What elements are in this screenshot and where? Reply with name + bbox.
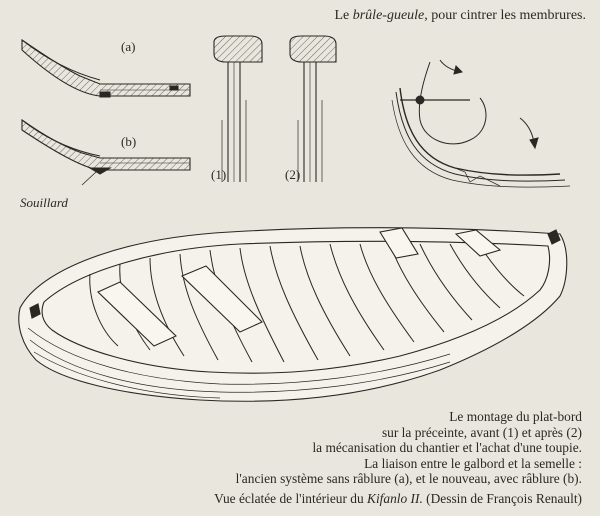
legend-line-2: sur la préceinte, avant (1) et après (2) (381, 424, 582, 440)
legend-block: Le montage du plat-bord sur la préceinte… (236, 409, 582, 487)
boat-hull-drawing (19, 228, 567, 402)
keel-joint-b-diagram (22, 120, 190, 185)
footer-suffix: (Dessin de François Renault) (422, 491, 582, 506)
top-caption-suffix: , pour cintrer les membrures. (424, 8, 586, 23)
footer-prefix: Vue éclatée de l'intérieur du (214, 491, 368, 506)
legend-line-5: l'ancien système sans râblure (a), et le… (235, 471, 582, 486)
label-two: (2) (285, 167, 301, 182)
footer-caption: Vue éclatée de l'intérieur du Kifanlo II… (214, 491, 582, 507)
frame-bending-tool-diagram (392, 60, 570, 187)
gunwale-before-diagram (214, 36, 262, 182)
footer-italic: Kifanlo II. (367, 491, 423, 506)
legend-line-3: la mécanisation du chantier et l'achat d… (312, 440, 582, 455)
top-caption: Le brûle-gueule, pour cintrer les membru… (334, 9, 586, 23)
gunwale-after-diagram (290, 36, 336, 182)
top-caption-italic: brûle-gueule (352, 8, 425, 23)
label-souillard: Souillard (20, 195, 68, 210)
label-a: (a) (121, 39, 136, 54)
legend-line-1: Le montage du plat-bord (449, 409, 582, 424)
top-caption-prefix: Le (334, 8, 353, 23)
legend-line-4: La liaison entre le galbord et la semell… (364, 455, 582, 471)
label-b: (b) (121, 134, 137, 149)
label-one: (1) (211, 167, 227, 182)
keel-joint-a-diagram (22, 40, 190, 97)
